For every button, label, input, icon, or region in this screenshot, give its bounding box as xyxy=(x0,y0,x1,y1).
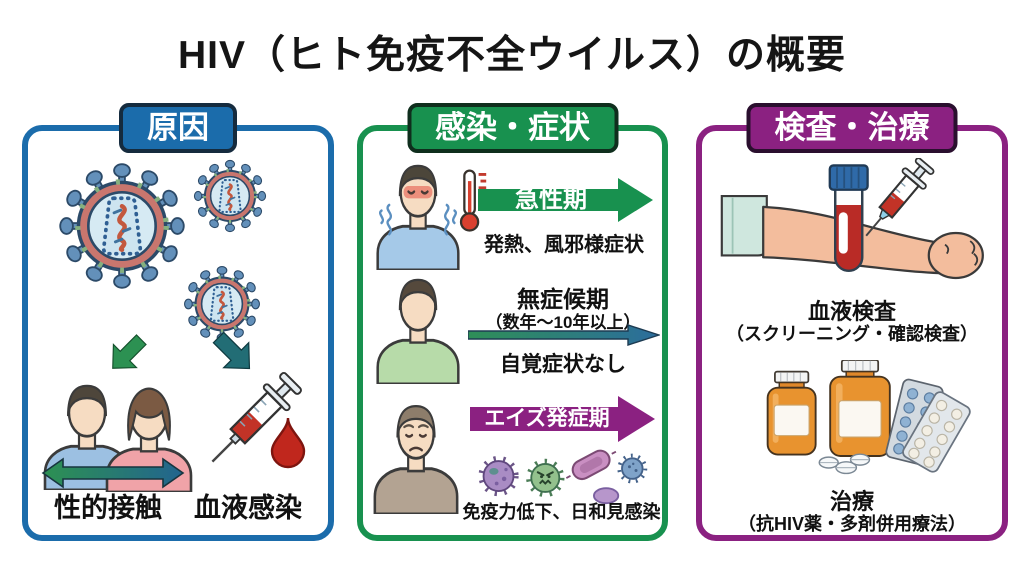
stage-aids-label: エイズ発症期 xyxy=(484,407,610,430)
panel-cause-badge: 原因 xyxy=(119,103,237,153)
loose-pills-icon xyxy=(818,453,871,475)
syringe-icon xyxy=(211,372,306,469)
blood-tube-icon xyxy=(828,164,869,272)
stage-acute-label: 急性期 xyxy=(515,186,587,213)
panel-cause: 原因 xyxy=(22,103,334,541)
blood-drop-icon xyxy=(270,417,306,469)
fever-person-icon xyxy=(370,158,466,270)
acute-phase-arrow xyxy=(478,178,653,222)
panel-testing-treatment: 検査・治療 xyxy=(696,103,1008,541)
panel-testing-badge: 検査・治療 xyxy=(746,103,958,153)
cause-label-sexual-contact: 性的接触 xyxy=(54,493,162,523)
stage-acute-desc: 発熱、風邪様症状 xyxy=(484,234,644,256)
pill-bottle-icon xyxy=(829,360,891,457)
page-title: HIV（ヒト免疫不全ウイルス）の概要 xyxy=(177,34,846,77)
blood-test-icon xyxy=(720,158,984,280)
blister-pack-icon xyxy=(902,391,971,473)
hiv-virus-small-icon xyxy=(192,158,268,234)
stage-asymptomatic-duration: （数年～10年以上） xyxy=(485,313,641,332)
transmission-arrow-icon xyxy=(212,331,251,370)
treatment-subtitle: （抗HIV薬・多剤併用療法） xyxy=(737,514,966,534)
stage-aids-desc: 免疫力低下、日和見感染 xyxy=(462,502,661,522)
medicines-icon xyxy=(766,360,971,475)
blood-test-subtitle: （スクリーニング・確認検査） xyxy=(726,324,978,344)
stage-asymptomatic-desc: 自覚症状なし xyxy=(500,353,626,376)
couple-icon xyxy=(41,384,193,492)
healthy-person-icon xyxy=(370,272,466,384)
hiv-virus-large-icon xyxy=(56,160,188,292)
aids-patient-icon xyxy=(367,398,465,514)
thermometer-icon xyxy=(459,169,487,232)
panel-infection-badge: 感染・症状 xyxy=(407,103,618,153)
asymptomatic-arrow xyxy=(468,324,660,346)
panel-infection-symptoms: 感染・症状 急性期 発熱、風邪様症状 無症候期 （数年～10年以上） xyxy=(357,103,668,541)
cause-label-blood-infection: 血液感染 xyxy=(194,493,302,523)
pill-bottle-icon xyxy=(766,370,817,456)
germs-icon xyxy=(478,449,648,505)
aids-phase-arrow xyxy=(470,396,655,442)
treatment-title: 治療 xyxy=(829,489,874,514)
transmission-arrow-icon xyxy=(112,334,147,369)
blood-test-title: 血液検査 xyxy=(807,299,896,324)
draw-syringe-icon xyxy=(865,158,935,237)
stage-asymptomatic-label: 無症候期 xyxy=(517,286,609,312)
